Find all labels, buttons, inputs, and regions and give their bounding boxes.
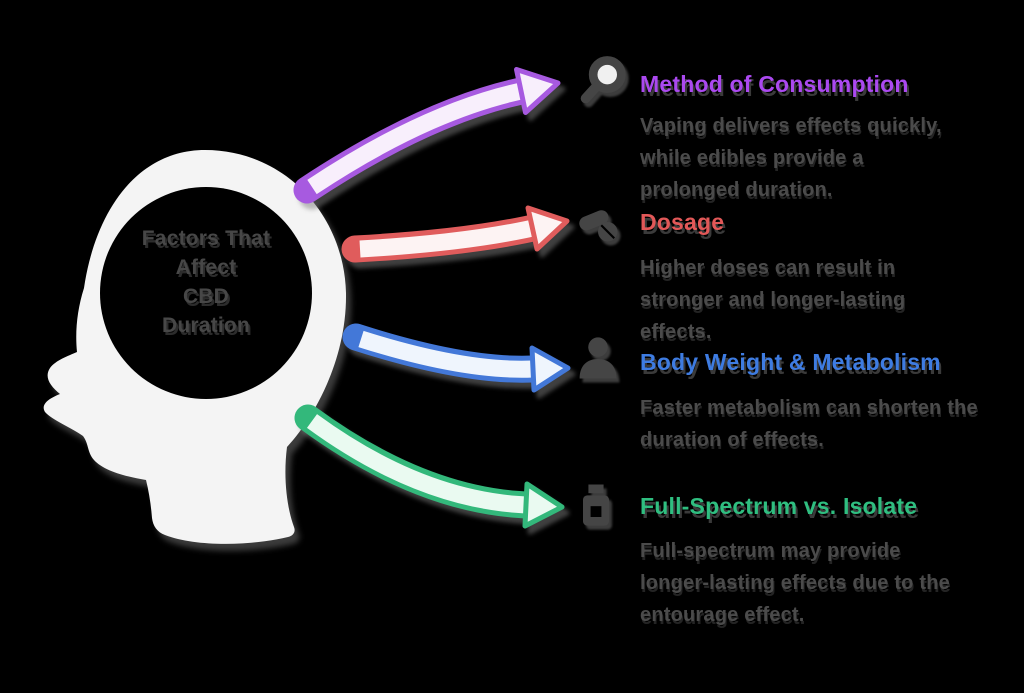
central-title-line: Factors That bbox=[141, 227, 271, 250]
arrow-dosage bbox=[341, 205, 570, 263]
body-line: while edibles provide a bbox=[640, 147, 864, 169]
dropper-bottle-icon bbox=[570, 478, 622, 530]
body-line: stronger and longer-lasting bbox=[640, 289, 906, 311]
arrow-method-of-consumption bbox=[293, 67, 561, 204]
section-body-method: Vaping delivers effects quickly, while e… bbox=[640, 110, 1000, 206]
body-line: prolonged duration. bbox=[640, 179, 833, 201]
central-title-line: Affect bbox=[175, 256, 237, 279]
brain-circle-cutout bbox=[100, 187, 312, 399]
body-icon bbox=[572, 333, 624, 385]
body-line: Faster metabolism can shorten the bbox=[640, 397, 978, 419]
arrow-body-weight bbox=[342, 323, 571, 393]
arrow-full-spectrum bbox=[294, 404, 565, 529]
section-heading-method: Method of Consumption bbox=[640, 71, 909, 97]
body-line: Higher doses can result in bbox=[640, 257, 896, 279]
body-line: duration of effects. bbox=[640, 429, 825, 451]
body-line: effects. bbox=[640, 321, 712, 343]
section-heading-dosage: Dosage bbox=[640, 209, 725, 235]
magnifier-icon bbox=[578, 54, 630, 106]
body-line: Vaping delivers effects quickly, bbox=[640, 115, 942, 137]
section-body-dosage: Higher doses can result in stronger and … bbox=[640, 252, 1000, 348]
central-title-line: Duration bbox=[162, 314, 250, 337]
body-line: Full-spectrum may provide bbox=[640, 540, 901, 562]
central-title-line: CBD bbox=[182, 285, 230, 308]
section-heading-full-spectrum: Full-Spectrum vs. Isolate bbox=[640, 493, 918, 519]
section-body-body-weight: Faster metabolism can shorten the durati… bbox=[640, 392, 1000, 456]
body-line: longer-lasting effects due to the bbox=[640, 572, 950, 594]
pills-icon bbox=[572, 196, 624, 248]
central-title: Factors That Affect CBD Duration bbox=[110, 224, 302, 340]
section-heading-body-weight: Body Weight & Metabolism bbox=[640, 349, 941, 375]
body-line: entourage effect. bbox=[640, 604, 805, 626]
section-body-full-spectrum: Full-spectrum may provide longer-lasting… bbox=[640, 535, 1000, 631]
